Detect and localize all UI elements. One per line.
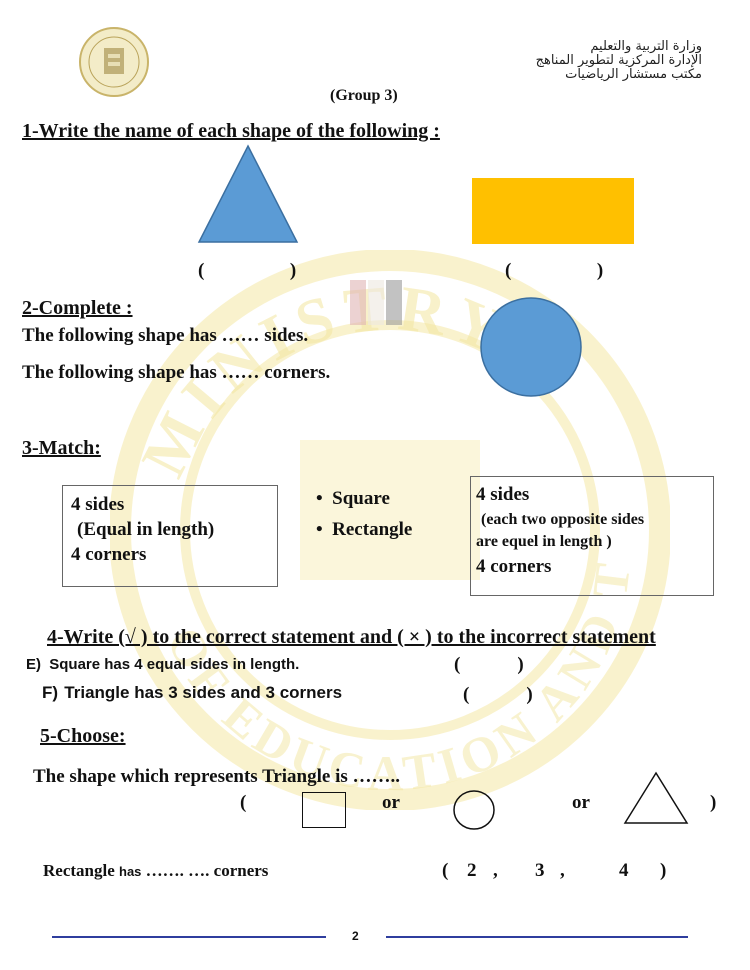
q5-or-1: or — [382, 792, 400, 813]
right-box-opposite: (each two opposite sides — [481, 511, 645, 528]
q5-close-paren: ) — [710, 792, 717, 813]
q3-title: 3-Match: — [22, 437, 101, 459]
triangle-shape — [197, 144, 299, 243]
ministry-name-line: وزارة التربية والتعليم — [590, 39, 702, 54]
office-name-line: مكتب مستشار الرياضيات — [565, 67, 702, 82]
q4-statement-e: E) Square has 4 equal sides in length. — [26, 654, 299, 674]
choice-comma-2: , — [560, 860, 565, 881]
ministry-seal-icon — [79, 27, 149, 97]
page-number: 2 — [352, 929, 359, 943]
match-option-rectangle: • Rectangle — [316, 519, 413, 540]
q4-title: 4-Write (√ ) to the correct statement an… — [47, 626, 656, 648]
e-answer-brackets: ( ) — [454, 654, 524, 675]
right-box-sides: 4 sides — [476, 484, 530, 505]
left-box-equal: (Equal in length) — [77, 519, 215, 540]
f-answer-brackets: ( ) — [463, 684, 533, 705]
group-label: (Group 3) — [330, 87, 398, 104]
choice-2: 2 — [467, 860, 477, 881]
rectangle-shape — [472, 178, 634, 244]
right-box-corners: 4 corners — [476, 556, 552, 577]
q2-title: 2-Complete : — [22, 297, 133, 319]
e-label: E) — [26, 656, 41, 673]
ministry-watermark: MINISTRY OF EDUCATION AND TECHNIC — [110, 250, 670, 810]
rect-q-has: has — [119, 864, 142, 879]
choice-triangle-shape — [623, 771, 689, 824]
match-option-square: • Square — [316, 488, 390, 509]
match-right-box: 4 sides (each two opposite sides are equ… — [470, 476, 714, 596]
department-name-line: الإدارة المركزية لتطوير المناهج — [535, 53, 702, 68]
left-box-corners: 4 corners — [71, 544, 147, 565]
q5-open-paren: ( — [240, 792, 247, 813]
e-text: Square has 4 equal sides in length. — [49, 656, 300, 673]
choice-paren-close: ) — [660, 860, 667, 881]
choice-paren-open: ( — [442, 860, 449, 881]
choice-square-shape — [302, 792, 346, 828]
q1-answer-left: ( ) — [198, 260, 297, 281]
q1-answer-right: ( ) — [505, 260, 604, 281]
q5-or-2: or — [572, 792, 590, 813]
footer-line-right — [386, 936, 688, 938]
rectangle-corners-question: Rectangle has ……. …. corners — [43, 861, 268, 881]
choice-circle-shape — [453, 790, 495, 830]
match-left-box: 4 sides (Equal in length) 4 corners — [62, 485, 278, 587]
f-text: Triangle has 3 sides and 3 corners — [64, 683, 343, 702]
q5-question: The shape which represents Triangle is …… — [33, 766, 401, 787]
q1-title: 1-Write the name of each shape of the fo… — [22, 120, 440, 142]
rect-q-word: Rectangle — [43, 861, 115, 880]
left-box-sides: 4 sides — [71, 494, 125, 515]
right-box-equal: are equel in length ) — [476, 533, 612, 550]
option-square-label: Square — [332, 488, 390, 509]
option-rectangle-label: Rectangle — [332, 519, 413, 540]
choice-comma-1: , — [493, 860, 498, 881]
circle-shape — [480, 297, 582, 397]
q4-statement-f: F) Triangle has 3 sides and 3 corners — [42, 683, 342, 703]
footer-line-left — [52, 936, 326, 938]
choice-4: 4 — [619, 860, 629, 881]
q2-line-corners: The following shape has …… corners. — [22, 362, 331, 383]
choice-3: 3 — [535, 860, 545, 881]
q5-title: 5-Choose: — [40, 725, 126, 747]
rect-q-blank: ……. …. corners — [145, 861, 269, 880]
f-label: F) — [42, 683, 59, 702]
q2-line-sides: The following shape has …… sides. — [22, 325, 309, 346]
